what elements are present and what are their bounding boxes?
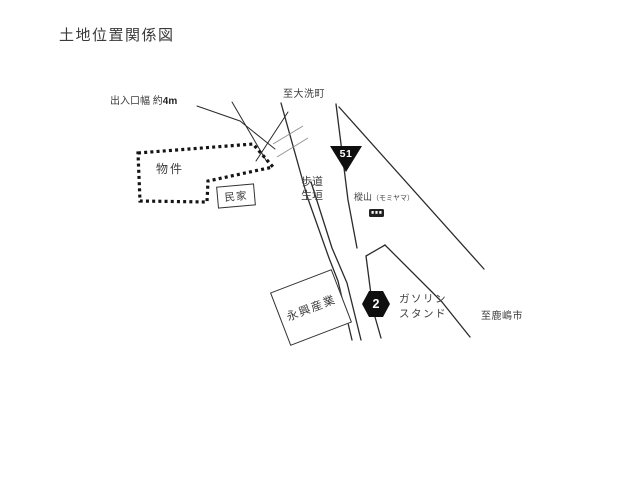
company-label: 永興産業 — [284, 293, 338, 324]
property-label: 物件 — [156, 162, 185, 176]
entrance-width-value: 4m — [162, 96, 178, 107]
gas-station-line2: スタンド — [399, 308, 447, 321]
private-house-label: 民家 — [224, 189, 249, 204]
entrance-leader-line — [196, 105, 276, 150]
private-house-box: 民家 — [216, 183, 256, 209]
page-title: 土地位置関係図 — [59, 27, 175, 44]
crossing-mark-1 — [272, 125, 304, 145]
momiyama-kana: （モミヤマ） — [372, 195, 415, 202]
gas-station-line1: ガソリン — [399, 293, 447, 305]
gas-station-label: ガソリン スタンド — [399, 292, 447, 322]
hedge-line — [310, 181, 362, 341]
property-outline — [136, 142, 276, 204]
bus-stop-icon — [369, 209, 384, 217]
gas-station-block-west-edge — [365, 244, 386, 339]
momiyama-kanji: 樅山 — [354, 192, 373, 202]
entrance-edge-line-2 — [255, 111, 289, 162]
route51-southeast-edge — [338, 106, 485, 270]
to-oarai-label: 至大洗町 — [283, 89, 325, 100]
momiyama-label: 樅山（モミヤマ） — [354, 192, 414, 204]
entrance-width-prefix: 出入口幅 約 — [110, 96, 163, 107]
main-road-east-line — [335, 103, 358, 249]
crossing-mark-2 — [276, 137, 309, 158]
sidewalk-label: 歩道 — [301, 176, 323, 188]
hedge-label: 生垣 — [301, 190, 323, 202]
route51-number: 51 — [339, 147, 353, 160]
to-kashima-label: 至鹿嶋市 — [481, 311, 523, 322]
entrance-width-label: 出入口幅 約4m — [110, 96, 177, 109]
gas-station-block-east-edge — [384, 244, 471, 338]
route2-number: 2 — [372, 297, 380, 311]
